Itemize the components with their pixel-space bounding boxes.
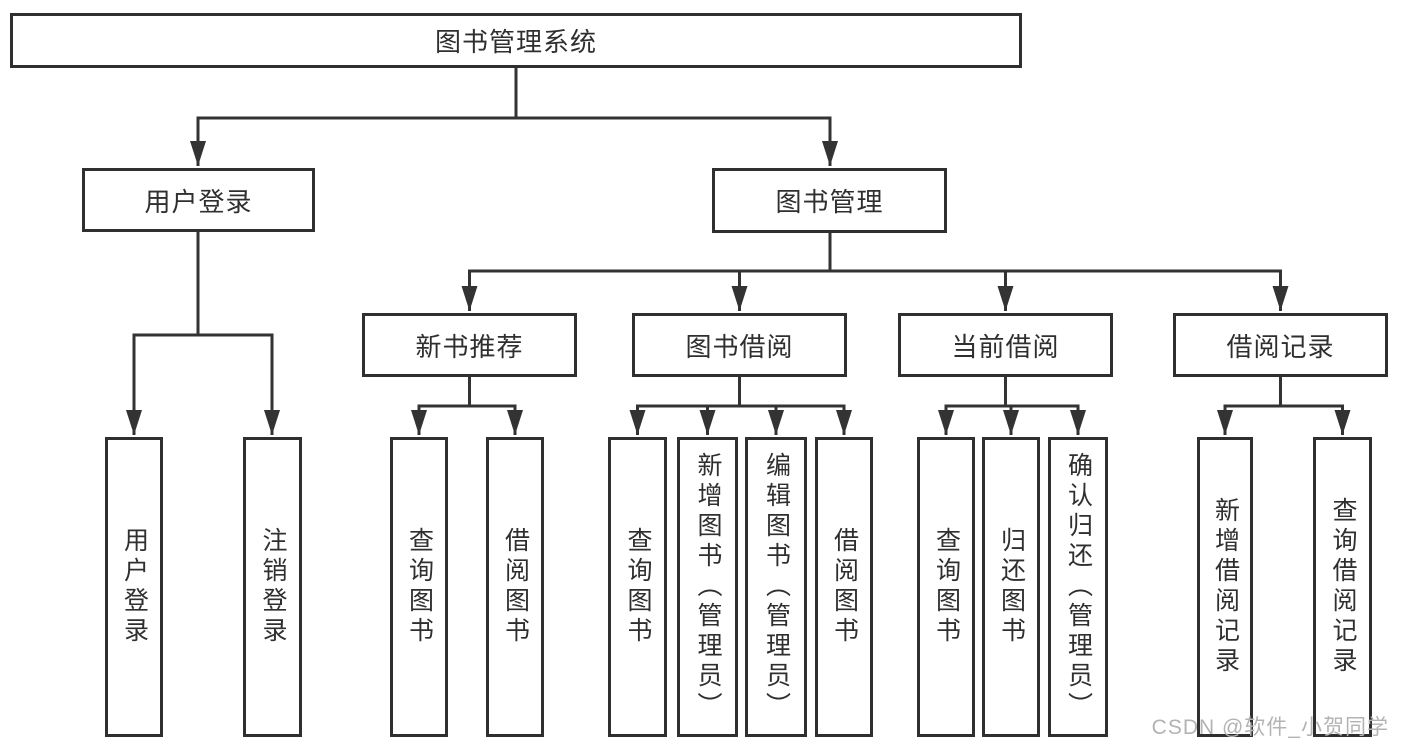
leaf-records-add-record: 新增借阅记录 [1197, 437, 1253, 737]
node-book-management: 图书管理 [712, 168, 947, 233]
leaf-logout: 注销登录 [243, 437, 302, 737]
leaf-recommend-query-book-label: 查询图书 [405, 527, 434, 647]
leaf-user-login-label: 用户登录 [120, 527, 149, 647]
leaf-current-confirm-return-admin-label: 确认归还（管理员） [1064, 452, 1093, 722]
leaf-borrow-borrow-book: 借阅图书 [815, 437, 873, 737]
leaf-user-login: 用户登录 [105, 437, 163, 737]
leaf-records-query-record-label: 查询借阅记录 [1329, 497, 1357, 677]
leaf-recommend-borrow-book: 借阅图书 [486, 437, 544, 737]
node-current-borrow: 当前借阅 [898, 313, 1113, 377]
leaf-borrow-edit-book-admin-label: 编辑图书（管理员） [762, 452, 791, 722]
leaf-records-query-record: 查询借阅记录 [1313, 437, 1372, 737]
leaf-borrow-add-book-admin-label: 新增图书（管理员） [694, 452, 722, 722]
csdn-watermark: CSDN @软件_小贺同学 [1151, 716, 1389, 739]
leaf-borrow-query-book-label: 查询图书 [624, 527, 652, 647]
leaf-borrow-borrow-book-label: 借阅图书 [830, 527, 859, 647]
node-book-borrow: 图书借阅 [632, 313, 847, 377]
leaf-current-return-book-label: 归还图书 [997, 527, 1026, 647]
node-root-title: 图书管理系统 [10, 13, 1022, 68]
leaf-recommend-query-book: 查询图书 [390, 437, 448, 737]
leaf-records-add-record-label: 新增借阅记录 [1211, 497, 1240, 677]
leaf-borrow-edit-book-admin: 编辑图书（管理员） [745, 437, 807, 737]
node-user-login: 用户登录 [82, 168, 315, 232]
leaf-recommend-borrow-book-label: 借阅图书 [501, 527, 530, 647]
leaf-current-confirm-return-admin: 确认归还（管理员） [1048, 437, 1108, 737]
leaf-borrow-add-book-admin: 新增图书（管理员） [677, 437, 738, 737]
leaf-current-return-book: 归还图书 [982, 437, 1040, 737]
leaf-current-query-book: 查询图书 [917, 437, 975, 737]
leaf-borrow-query-book: 查询图书 [608, 437, 667, 737]
leaf-current-query-book-label: 查询图书 [932, 527, 961, 647]
node-borrow-records: 借阅记录 [1173, 313, 1388, 377]
leaf-logout-label: 注销登录 [259, 527, 287, 647]
node-new-book-recommend: 新书推荐 [362, 313, 577, 377]
